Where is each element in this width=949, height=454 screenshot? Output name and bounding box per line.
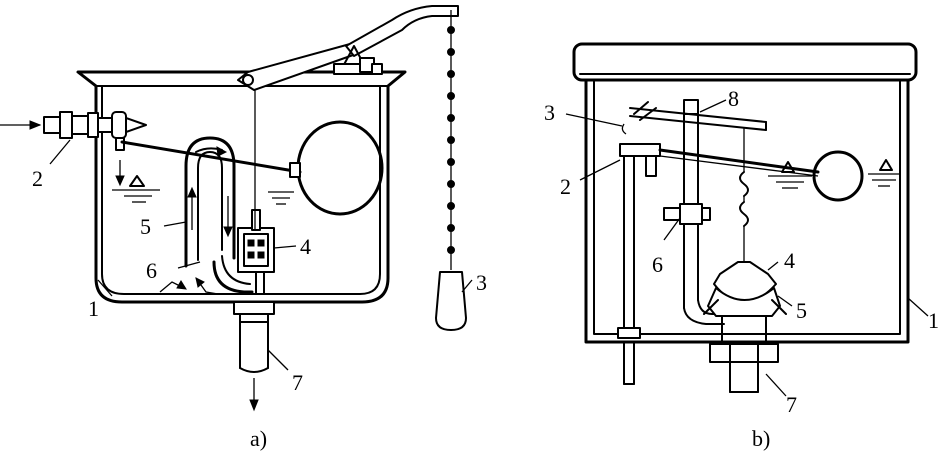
label-a-4: 4: [300, 234, 311, 259]
label-a-2: 2: [32, 166, 43, 191]
tank-b-lid: [572, 42, 918, 82]
label-b-4: 4: [784, 248, 795, 273]
label-b-7: 7: [786, 392, 797, 417]
figure-a: 2 5 6 4 1 7 3 a): [0, 5, 487, 451]
outlet-pipe-b: [709, 343, 779, 393]
label-b-6: 6: [652, 252, 663, 277]
overflow-tube-b: [663, 99, 725, 325]
figure-b: 3 8 2 6 4 5 1 7 b): [544, 42, 939, 451]
lever-handle-a: [237, 5, 459, 91]
tank-a-outline: [76, 70, 407, 304]
tank-a-inner-wall: [101, 85, 381, 295]
label-b-5: 5: [796, 298, 807, 323]
inlet-pipe-b: [617, 143, 661, 385]
ball-float-b: [812, 150, 864, 202]
label-a-7: 7: [292, 370, 303, 395]
siphon-tube-a: [159, 136, 254, 295]
lever-arm-b: [621, 101, 767, 135]
caption-a: a): [250, 426, 267, 451]
ball-float-a: [296, 120, 384, 216]
tank-b-outline: [584, 78, 910, 344]
label-a-1: 1: [88, 296, 99, 321]
label-b-8: 8: [728, 86, 739, 111]
label-a-6: 6: [146, 258, 157, 283]
float-arm-a: [120, 140, 302, 174]
label-b-3: 3: [544, 100, 555, 125]
label-a-3: 3: [476, 270, 487, 295]
lift-wire-b: [739, 128, 749, 262]
caption-b: b): [752, 426, 770, 451]
label-a-5: 5: [140, 214, 151, 239]
flush-valve-b: [703, 261, 787, 347]
label-b-1: 1: [928, 308, 939, 333]
flush-valve-a: [237, 209, 275, 295]
inlet-valve-a: [0, 111, 160, 203]
outlet-pipe-a: [233, 301, 275, 412]
label-b-2: 2: [560, 174, 571, 199]
pull-chain-a: [435, 10, 467, 331]
